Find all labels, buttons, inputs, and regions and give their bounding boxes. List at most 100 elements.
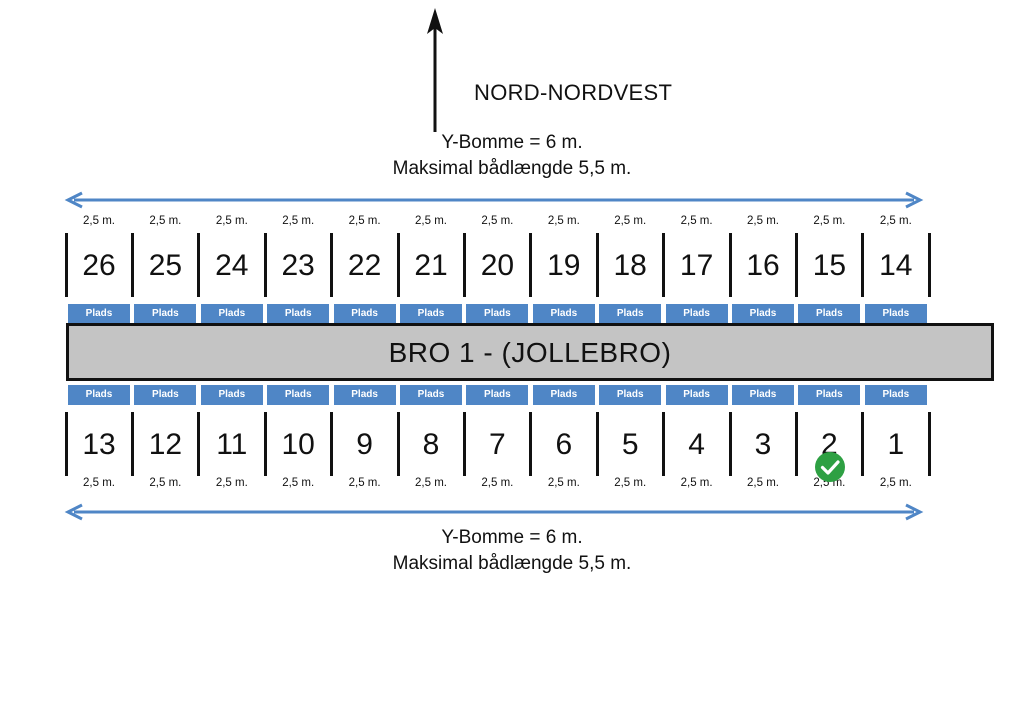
plads-label: Plads bbox=[864, 385, 927, 405]
plads-label: Plads bbox=[68, 304, 130, 324]
berth-6[interactable]: 6 bbox=[555, 428, 573, 461]
berth-divider bbox=[927, 233, 931, 297]
berth-width-label: 2,5 m. bbox=[83, 215, 115, 227]
plads-label: Plads bbox=[732, 385, 794, 405]
berth-divider bbox=[197, 412, 201, 476]
berth-11[interactable]: 11 bbox=[216, 428, 248, 461]
berth-13[interactable]: 13 bbox=[82, 428, 116, 461]
berth-width-label: 2,5 m. bbox=[215, 215, 248, 227]
berth-4[interactable]: 4 bbox=[688, 428, 705, 461]
berth-divider bbox=[197, 233, 201, 297]
berth-divider bbox=[595, 233, 599, 297]
berth-divider bbox=[794, 412, 798, 476]
berth-divider bbox=[728, 412, 732, 476]
berth-7[interactable]: 7 bbox=[489, 428, 506, 461]
berth-23[interactable]: 23 bbox=[281, 249, 315, 282]
berth-width-label: 2,5 m. bbox=[614, 477, 647, 489]
berth-width-label: 2,5 m. bbox=[481, 477, 514, 489]
berth-divider bbox=[794, 233, 798, 297]
berth-21[interactable]: 21 bbox=[414, 249, 448, 282]
berth-26[interactable]: 26 bbox=[82, 249, 116, 282]
berth-5[interactable]: 5 bbox=[621, 428, 639, 461]
berth-divider bbox=[130, 233, 134, 297]
berth-divider bbox=[529, 412, 533, 476]
compass-label: NORD-NORDVEST bbox=[474, 80, 673, 105]
berth-width-label: 2,5 m. bbox=[747, 477, 779, 489]
berth-width-label: 2,5 m. bbox=[348, 215, 381, 227]
berth-19[interactable]: 19 bbox=[547, 249, 581, 282]
plads-label: Plads bbox=[798, 385, 861, 405]
berth-divider bbox=[330, 233, 334, 297]
bottom-width-labels: 2,5 m. 2,5 m. 2,5 m. 2,5 m. 2,5 m. 2,5 m. 2,5 … bbox=[66, 477, 938, 495]
plads-label: Plads bbox=[68, 385, 130, 405]
plads-label: Plads bbox=[665, 304, 728, 324]
berth-width-label: 2,5 m. bbox=[149, 477, 182, 489]
berth-width-label: 2,5 m. bbox=[83, 477, 115, 489]
plads-label: Plads bbox=[532, 385, 595, 405]
berth-15[interactable]: 15 bbox=[812, 249, 847, 282]
berth-divider bbox=[64, 412, 68, 476]
berth-divider bbox=[662, 233, 666, 297]
pier-bro-1: BRO 1 - (JOLLEBRO) bbox=[66, 323, 994, 381]
berth-width-label: 2,5 m. bbox=[282, 215, 315, 227]
berth-width-label: 2,5 m. bbox=[614, 215, 647, 227]
berth-divider bbox=[462, 233, 466, 297]
top-caption-line-1: Y-Bomme = 6 m. bbox=[441, 132, 583, 153]
berth-18[interactable]: 18 bbox=[613, 249, 647, 282]
berth-divider bbox=[263, 412, 267, 476]
plads-label: Plads bbox=[665, 385, 728, 405]
berth-1[interactable]: 1 bbox=[887, 428, 905, 461]
berth-12[interactable]: 12 bbox=[148, 428, 183, 461]
plads-label: Plads bbox=[599, 385, 662, 405]
berth-divider bbox=[462, 412, 466, 476]
berth-width-label: 2,5 m. bbox=[879, 477, 912, 489]
double-arrow-icon bbox=[64, 503, 924, 521]
plads-label: Plads bbox=[267, 385, 330, 405]
check-circle-icon bbox=[815, 452, 845, 482]
bottom-caption: Y-Bomme = 6 m. Maksimal bådlængde 5,5 m. bbox=[0, 525, 1024, 577]
berth-width-label: 2,5 m. bbox=[680, 477, 713, 489]
plads-label: Plads bbox=[134, 304, 197, 324]
plads-label: Plads bbox=[200, 304, 263, 324]
berth-divider bbox=[927, 412, 931, 476]
berth-divider bbox=[330, 412, 334, 476]
berth-width-label: 2,5 m. bbox=[149, 215, 182, 227]
berth-width-label: 2,5 m. bbox=[348, 477, 381, 489]
top-width-labels: 2,5 m. 2,5 m. 2,5 m. 2,5 m. 2,5 m. 2,5 m. 2,5 … bbox=[66, 215, 938, 233]
berth-divider bbox=[263, 233, 267, 297]
berth-9[interactable]: 9 bbox=[356, 428, 373, 461]
plads-label: Plads bbox=[466, 304, 529, 324]
berth-20[interactable]: 20 bbox=[480, 249, 515, 282]
berth-width-label: 2,5 m. bbox=[813, 215, 846, 227]
berth-22[interactable]: 22 bbox=[347, 249, 382, 282]
berth-divider bbox=[861, 412, 865, 476]
berth-14[interactable]: 14 bbox=[879, 249, 913, 282]
berth-width-label: 2,5 m. bbox=[415, 477, 447, 489]
plads-label: Plads bbox=[200, 385, 263, 405]
plads-label: Plads bbox=[532, 304, 595, 324]
bottom-caption-line-1: Y-Bomme = 6 m. bbox=[441, 527, 583, 548]
berth-width-label: 2,5 m. bbox=[547, 215, 580, 227]
berth-divider bbox=[662, 412, 666, 476]
berth-width-label: 2,5 m. bbox=[747, 215, 779, 227]
berth-16[interactable]: 16 bbox=[746, 249, 780, 282]
bottom-caption-line-2: Maksimal bådlængde 5,5 m. bbox=[392, 553, 632, 574]
north-arrow-icon bbox=[427, 8, 443, 132]
plads-label: Plads bbox=[798, 304, 861, 324]
berth-divider bbox=[64, 233, 68, 297]
berth-divider bbox=[728, 233, 732, 297]
plads-label: Plads bbox=[400, 385, 462, 405]
berth-17[interactable]: 17 bbox=[679, 249, 714, 282]
plads-label: Plads bbox=[333, 304, 396, 324]
plads-label: Plads bbox=[466, 385, 529, 405]
plads-label: Plads bbox=[400, 304, 462, 324]
berth-24[interactable]: 24 bbox=[215, 249, 249, 282]
berth-3[interactable]: 3 bbox=[754, 428, 772, 461]
berth-10[interactable]: 10 bbox=[281, 428, 315, 461]
berth-25[interactable]: 25 bbox=[148, 249, 183, 282]
berth-8[interactable]: 8 bbox=[422, 428, 440, 461]
plads-label: Plads bbox=[732, 304, 794, 324]
double-arrow-icon bbox=[64, 191, 924, 209]
